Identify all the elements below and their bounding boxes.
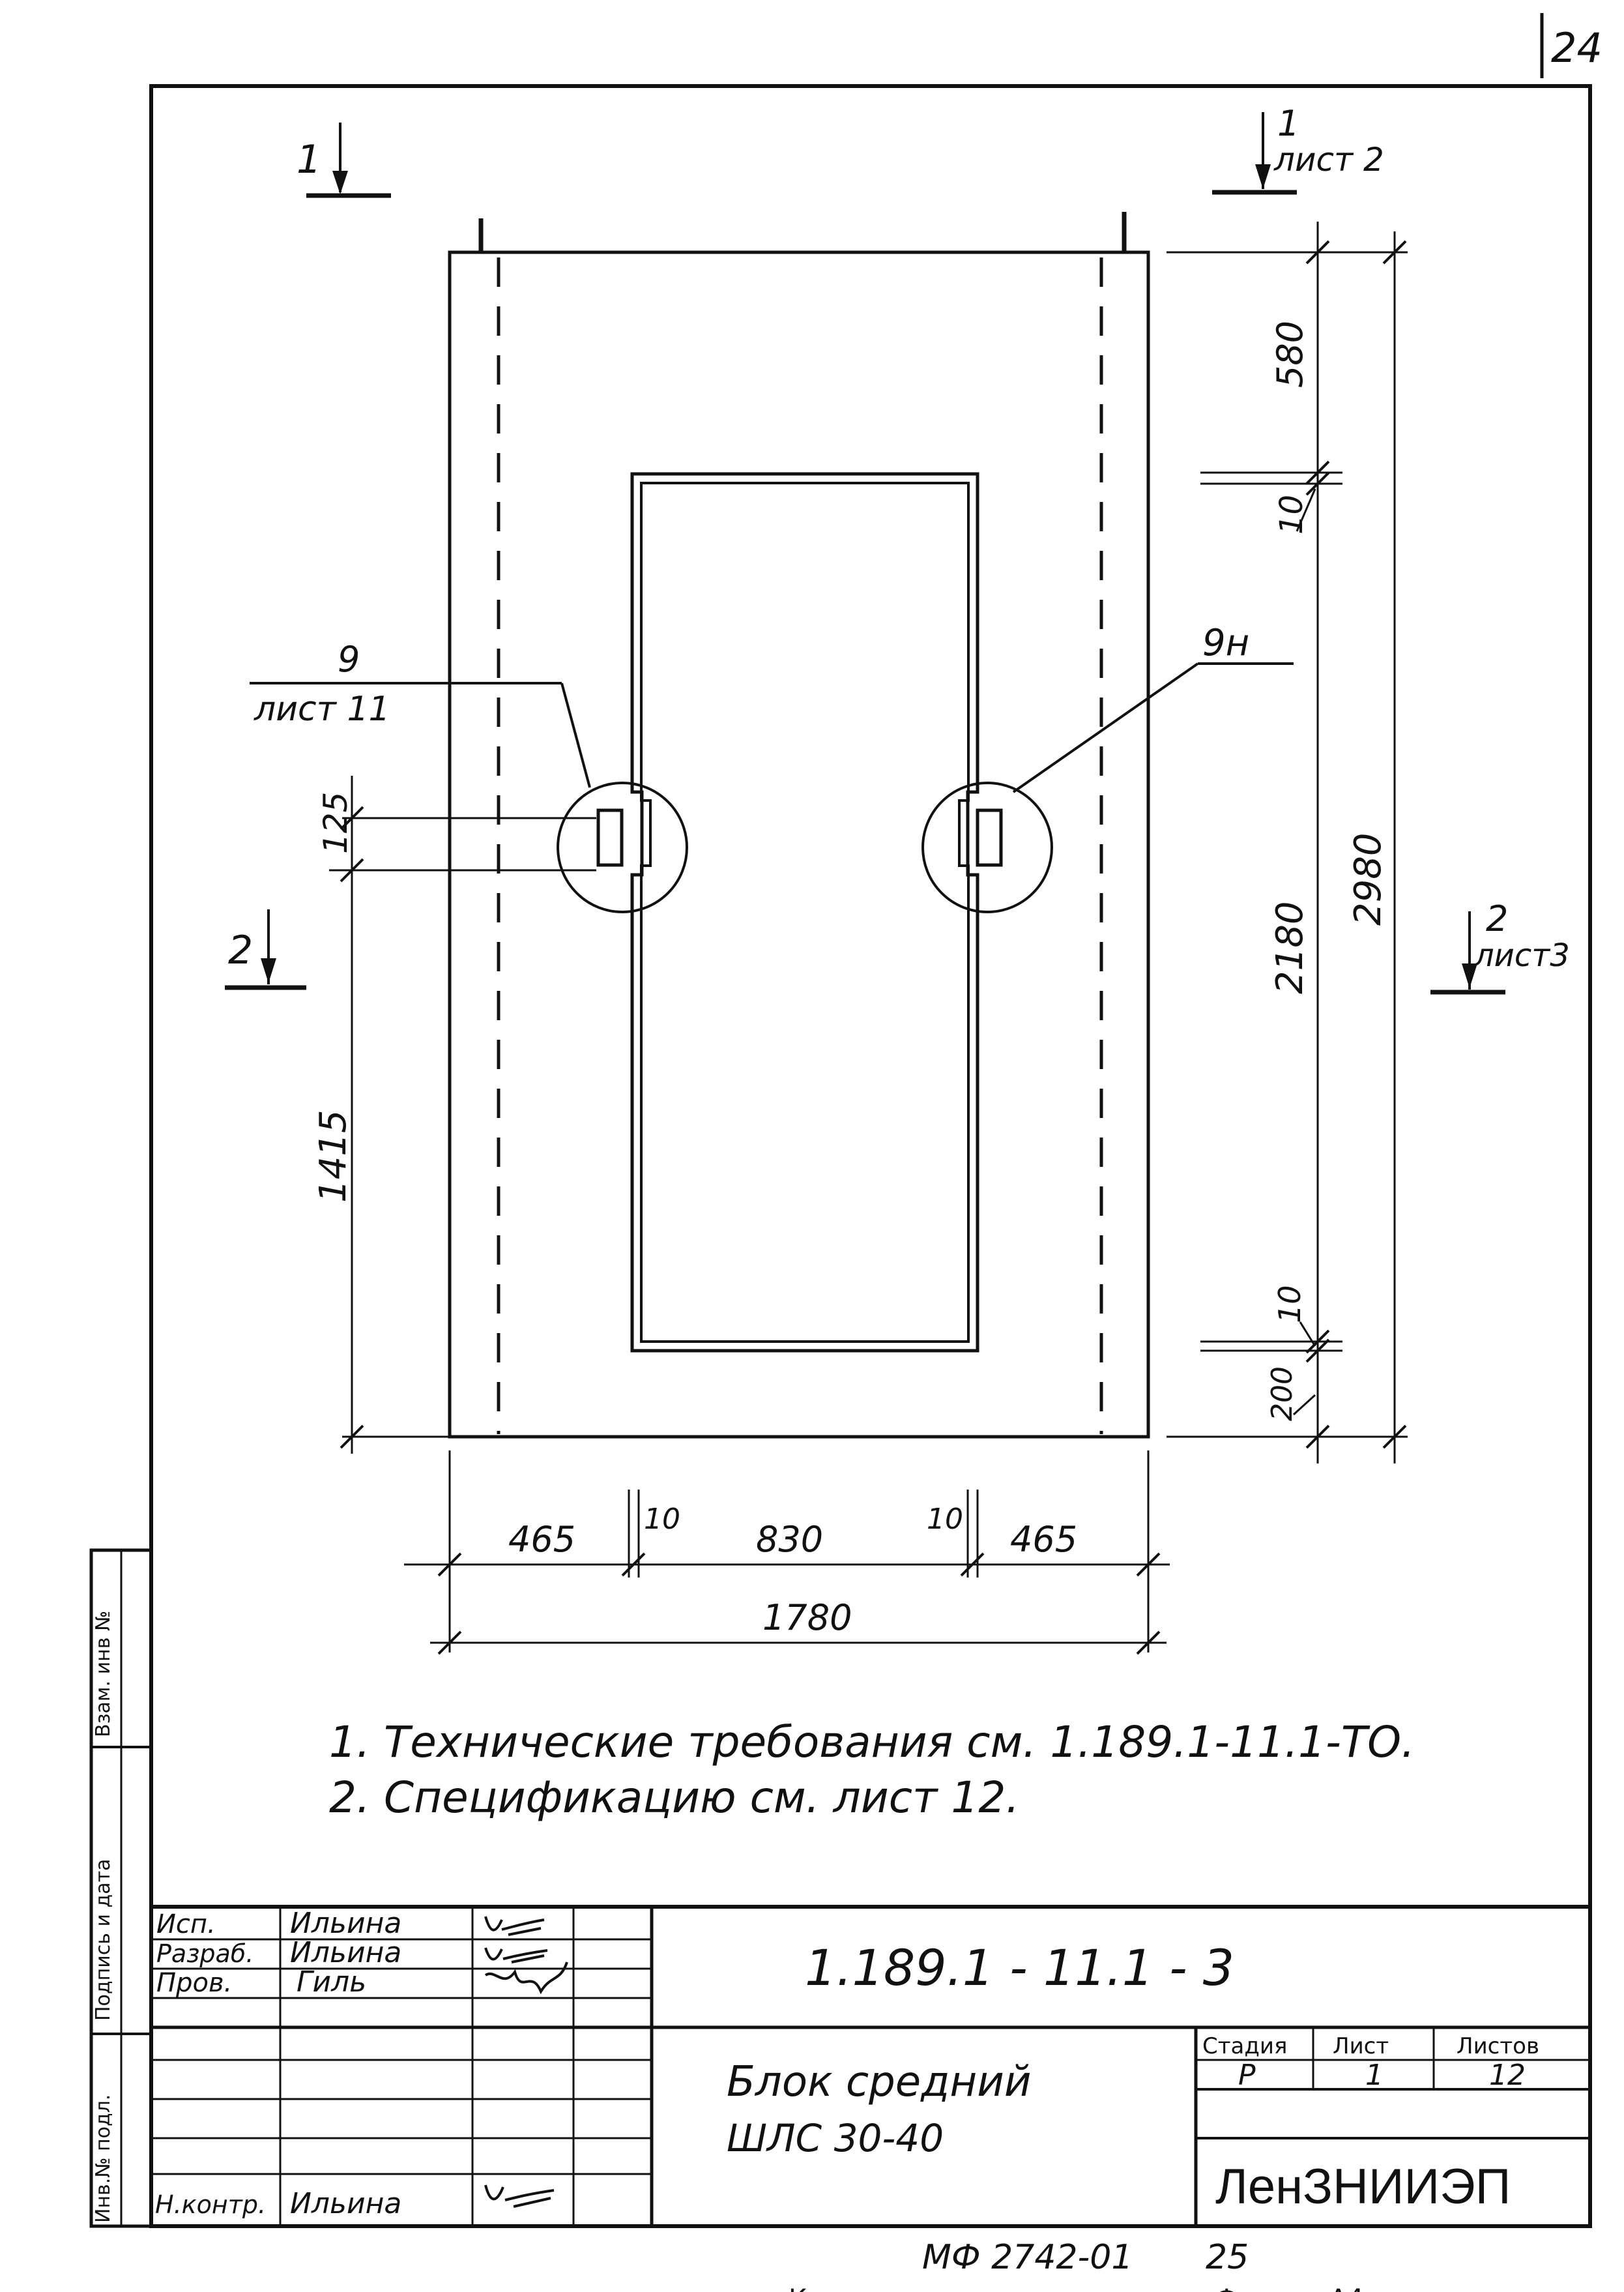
dimension-lines-bottom bbox=[404, 1450, 1170, 1655]
signature-checker bbox=[484, 1961, 568, 1995]
name-norm-control: Ильина bbox=[290, 2187, 401, 2220]
section-mark-right: 2 лист3 bbox=[1430, 898, 1570, 995]
stamp-inv-original: Инв.№ подл. bbox=[92, 2094, 115, 2223]
value-sheet: 1 bbox=[1365, 2059, 1384, 2092]
section-mark-left: 2 bbox=[225, 909, 306, 990]
detail-circle-left bbox=[557, 782, 688, 913]
dim-200: 200 bbox=[1266, 1366, 1299, 1421]
footer-code: МФ 2742-01 bbox=[922, 2238, 1133, 2277]
dim-465-left: 465 bbox=[508, 1519, 575, 1560]
dim-10-bottom: 10 bbox=[1272, 1285, 1307, 1323]
organization-name: ЛенЗНИИЭП bbox=[1215, 2159, 1511, 2214]
callout-right-number: 9н bbox=[1202, 622, 1249, 664]
page-number: 24 bbox=[1551, 24, 1602, 72]
header-sheets: Листов bbox=[1457, 2033, 1539, 2059]
footer-number: 25 bbox=[1206, 2238, 1249, 2277]
section-mark-top-left: 1 bbox=[297, 123, 391, 198]
name-checker: Гиль bbox=[297, 1965, 366, 1999]
section-mark-right-ref: лист3 bbox=[1473, 937, 1570, 974]
drawing-designation: 1.189.1 - 11.1 - 3 bbox=[805, 1939, 1234, 1997]
section-mark-left-number: 2 bbox=[228, 928, 253, 973]
drawing-title-line2: ШЛС 30-40 bbox=[727, 2116, 944, 2160]
drawing-title-line1: Блок средний bbox=[727, 2058, 1031, 2106]
dim-125: 125 bbox=[317, 792, 355, 854]
dim-2180: 2180 bbox=[1269, 901, 1311, 994]
dim-830: 830 bbox=[756, 1519, 823, 1560]
header-stage: Стадия bbox=[1202, 2033, 1287, 2059]
title-block-grid bbox=[151, 1905, 1590, 2226]
sheet-frame bbox=[149, 84, 1592, 2228]
role-developer: Разраб. bbox=[156, 1939, 254, 1968]
note-2: 2. Спецификацию см. лист 12. bbox=[329, 1772, 1019, 1823]
section-mark-right-number: 2 bbox=[1486, 898, 1508, 939]
dim-10-top: 10 bbox=[1273, 495, 1310, 535]
block-outline bbox=[448, 212, 1150, 1439]
dim-1780: 1780 bbox=[762, 1597, 852, 1638]
callout-right: 9н bbox=[1012, 622, 1294, 793]
note-1: 1. Технические требования см. 1.189.1-11… bbox=[329, 1717, 1415, 1767]
role-executor: Исп. bbox=[156, 1909, 216, 1939]
signature-executor bbox=[484, 1916, 545, 1936]
dim-10-left: 10 bbox=[644, 1503, 680, 1536]
dim-2980: 2980 bbox=[1347, 832, 1389, 926]
callout-left: 9 лист 11 bbox=[250, 639, 591, 788]
value-stage: Р bbox=[1238, 2059, 1256, 2092]
callout-left-number: 9 bbox=[338, 639, 360, 680]
signature-norm-control bbox=[484, 2184, 555, 2208]
dimension-lines-left bbox=[329, 776, 596, 1454]
dim-465-right: 465 bbox=[1010, 1519, 1077, 1560]
footer-copied: Копировал bbox=[789, 2284, 938, 2292]
name-executor: Ильина bbox=[290, 1907, 401, 1940]
stamp-signature-date: Подпись и дата bbox=[92, 1859, 115, 2021]
dim-580: 580 bbox=[1269, 321, 1311, 388]
footer-format: Формат А4 bbox=[1215, 2284, 1364, 2292]
section-mark-top-right: 1 лист 2 bbox=[1212, 103, 1384, 195]
window-opening bbox=[596, 472, 1003, 1353]
header-sheet: Лист bbox=[1333, 2033, 1389, 2059]
role-checker: Пров. bbox=[156, 1968, 232, 1998]
dim-1415: 1415 bbox=[312, 1109, 355, 1203]
section-mark-top-right-ref: лист 2 bbox=[1273, 141, 1384, 179]
role-norm-control: Н.контр. bbox=[155, 2190, 266, 2219]
stamp-replaced-inv: Взам. инв № bbox=[92, 1611, 115, 1737]
value-sheets: 12 bbox=[1489, 2059, 1526, 2092]
name-developer: Ильина bbox=[290, 1936, 401, 1969]
section-mark-top-left-number: 1 bbox=[297, 137, 321, 183]
dim-10-right: 10 bbox=[927, 1503, 963, 1536]
section-mark-top-right-number: 1 bbox=[1277, 103, 1299, 144]
side-stamp bbox=[89, 1548, 153, 2228]
dimension-lines-right bbox=[1167, 222, 1408, 1463]
callout-left-ref: лист 11 bbox=[254, 690, 390, 729]
signature-developer bbox=[484, 1947, 548, 1963]
detail-circle-right bbox=[921, 782, 1053, 913]
